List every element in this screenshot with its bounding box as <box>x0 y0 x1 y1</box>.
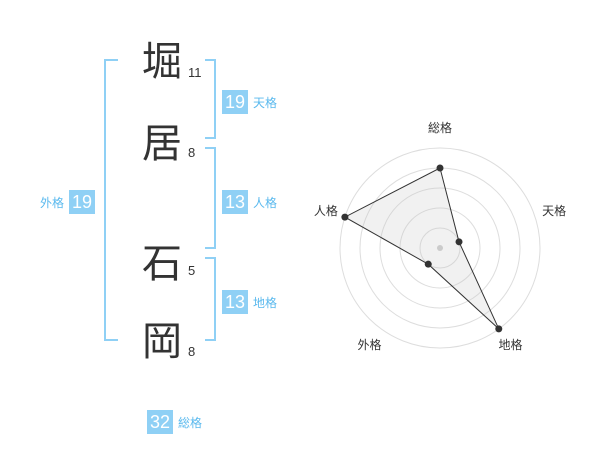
gaikaku-badge: 外格 19 <box>40 190 96 214</box>
radar-axis-label-4: 人格 <box>314 203 338 218</box>
radar-point-2 <box>495 325 503 333</box>
radar-axis-label-0: 総格 <box>428 120 452 135</box>
name-char-1: 堀 <box>142 39 182 85</box>
soukaku-value: 32 <box>147 410 173 434</box>
radar-point-4 <box>341 213 349 221</box>
tenkaku-value: 19 <box>222 90 248 114</box>
jinkaku-badge: 13 人格 <box>222 190 277 214</box>
gaikaku-bracket <box>104 59 118 341</box>
soukaku-badge: 32 総格 <box>147 410 202 434</box>
radar-ring-1 <box>419 227 461 269</box>
radar-axis-label-3: 外格 <box>357 337 381 352</box>
radar-point-3 <box>424 260 432 268</box>
name-char-3: 石 <box>142 241 182 287</box>
tenkaku-bracket <box>205 59 216 139</box>
radar-points <box>341 164 503 333</box>
radar-point-1 <box>455 238 463 246</box>
gaikaku-label: 外格 <box>40 195 65 210</box>
name-char-2: 居 <box>142 121 182 167</box>
radar-area <box>343 167 500 330</box>
jinkaku-bracket <box>205 147 216 249</box>
chikaku-badge: 13 地格 <box>222 290 277 314</box>
stroke-count-2: 8 <box>188 145 196 160</box>
jinkaku-value: 13 <box>222 190 248 214</box>
radar-axis-label-1: 天格 <box>542 203 566 218</box>
chikaku-bracket <box>205 257 216 341</box>
tenkaku-badge: 19 天格 <box>222 90 277 114</box>
stroke-count-3: 5 <box>188 263 196 278</box>
gaikaku-value: 19 <box>69 190 96 214</box>
chikaku-value: 13 <box>222 290 248 314</box>
radar-ring-3 <box>379 187 501 309</box>
name-char-4: 岡 <box>142 319 182 365</box>
soukaku-label: 総格 <box>178 415 203 430</box>
jinkaku-label: 人格 <box>253 195 278 210</box>
tenkaku-label: 天格 <box>253 95 278 110</box>
radar-axis-label-2: 地格 <box>499 337 523 352</box>
radar-center-dot <box>437 245 443 251</box>
radar-point-0 <box>436 164 444 172</box>
chikaku-label: 地格 <box>253 295 278 310</box>
stroke-count-1: 11 <box>188 65 202 80</box>
stroke-count-4: 8 <box>188 344 196 359</box>
radar-ring-5 <box>339 147 541 349</box>
